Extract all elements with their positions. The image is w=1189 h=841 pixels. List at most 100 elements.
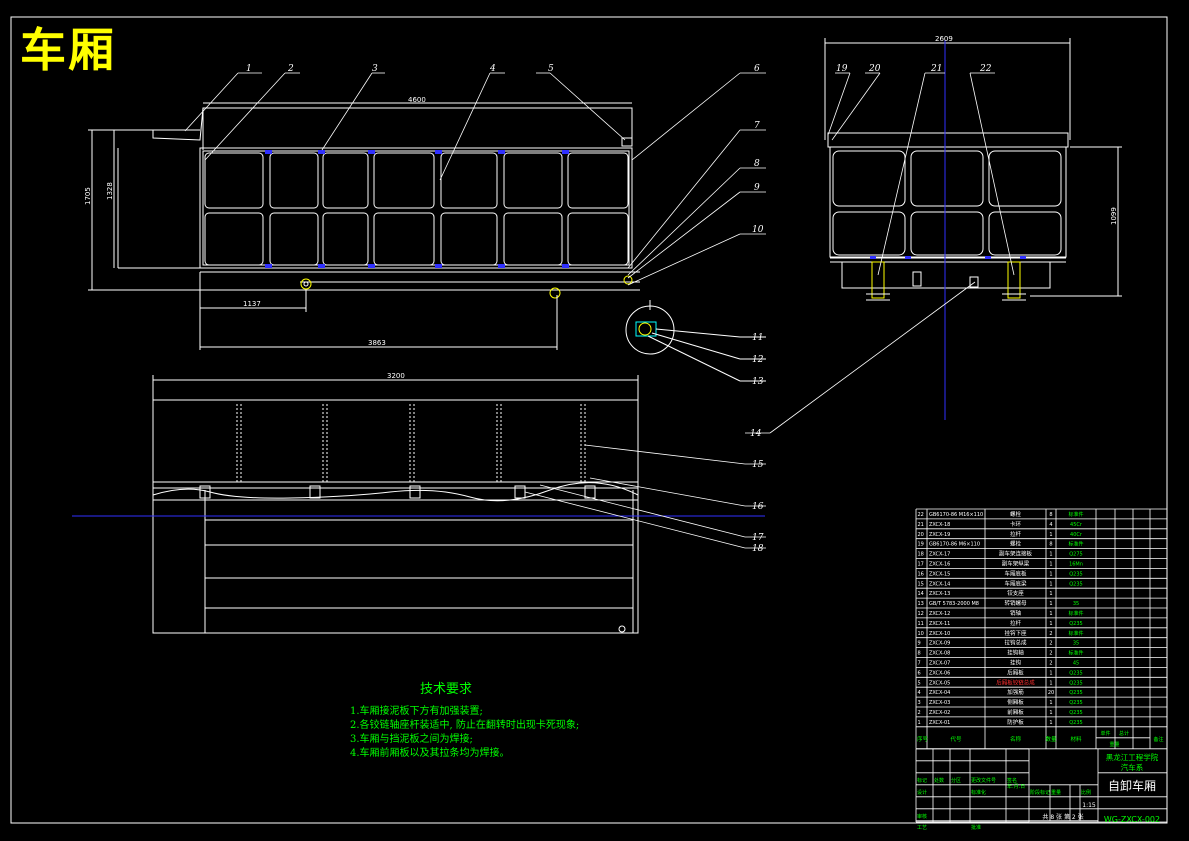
bom-row-name: 防护板 (1007, 718, 1024, 726)
side-view-leaders (184, 72, 766, 286)
bom-row-material: 45Cr (1070, 522, 1083, 528)
part-label-12: 12 (752, 355, 764, 365)
bom-row-material: 标准件 (1068, 511, 1083, 518)
label-mark: 标记 (917, 777, 927, 784)
tech-requirement-4: 4.车厢前厢板以及其拉条均为焊接。 (350, 748, 510, 759)
part-label-11: 11 (752, 333, 763, 343)
dim-2609: 2609 (935, 35, 953, 43)
tech-requirement-3: 3.车厢与挡泥板之间为焊接; (350, 734, 473, 745)
bom-row-name: 拉钩总成 (1004, 639, 1027, 647)
part-label-4: 4 (489, 64, 496, 74)
bom-row-material: 35 (1073, 601, 1079, 607)
bom-row-no: 18 (918, 552, 924, 558)
dim-1705: 1705 (84, 187, 92, 205)
bom-row-code: ZXCX-09 (929, 641, 950, 647)
bom-row-code: ZXCX-04 (929, 690, 950, 696)
rear-view (824, 38, 1122, 301)
bom-row-material: 标准件 (1068, 541, 1083, 548)
part-label-16: 16 (752, 502, 764, 512)
bom-row-qty: 1 (1049, 710, 1052, 716)
bom-row-qty: 1 (1049, 601, 1052, 607)
bom-row-name: 车厢底梁 (1004, 579, 1027, 587)
bom-row-no: 4 (918, 690, 921, 696)
part-label-9: 9 (754, 183, 760, 193)
rear-view-blue-rivets (870, 256, 1026, 259)
dim-1328: 1328 (106, 182, 114, 200)
part-label-10: 10 (752, 225, 764, 235)
bom-row-qty: 1 (1049, 700, 1052, 706)
bom-row-name: 后厢板 (1007, 668, 1024, 676)
bom-row-material: 标准件 (1068, 650, 1083, 657)
bom-row-qty: 4 (1049, 522, 1052, 528)
bom-header-weight: 重量 (1109, 741, 1119, 748)
bom-header-name: 名称 (1010, 735, 1022, 743)
part-label-2: 2 (287, 64, 294, 74)
bom-row-material: Q235 (1069, 670, 1082, 676)
bom-row-no: 9 (918, 641, 921, 647)
bom-row-name: 拉杆 (1010, 530, 1022, 538)
label-standard: 标准化 (971, 789, 986, 796)
label-review: 审核 (917, 813, 927, 820)
bom-row-qty: 2 (1049, 651, 1052, 657)
bom-row-code: ZXCX-12 (929, 611, 950, 617)
bom-row-material: Q235 (1069, 700, 1082, 706)
bom-row-no: 11 (918, 621, 924, 627)
bom-row-no: 3 (918, 700, 921, 706)
bom-row-name: 加强筋 (1007, 688, 1024, 696)
bom-row-qty: 1 (1049, 670, 1052, 676)
bom-row-material: Q275 (1069, 552, 1082, 558)
label-sign: 签名 (1007, 777, 1017, 784)
top-view-leaders (524, 444, 766, 549)
bom-header-code: 代号 (950, 735, 962, 743)
bom-row-code: ZXCX-15 (929, 571, 950, 577)
bom-row-code: ZXCX-18 (929, 522, 950, 528)
bom-row-qty: 2 (1049, 661, 1052, 667)
part-label-21: 21 (930, 64, 942, 74)
bom-row-qty: 1 (1049, 532, 1052, 538)
bom-row-name: 副车架连接板 (999, 550, 1033, 558)
drawing-title: 车厢 (20, 23, 116, 77)
bom-row-code: ZXCX-16 (929, 562, 950, 568)
bom-row-material: 标准件 (1068, 630, 1083, 637)
part-label-14: 14 (750, 429, 762, 439)
label-doc: 更改文件号 (971, 777, 996, 784)
school-name: 黑龙江工程学院 (1106, 752, 1159, 762)
label-weight: 重量 (1051, 789, 1061, 796)
bom-row-code: ZXCX-05 (929, 680, 950, 686)
label-count: 处数 (934, 777, 944, 784)
bom-row-material: Q235 (1069, 571, 1082, 577)
tech-requirement-2: 2.各铰链轴座杆装适中, 防止在翻转时出现卡死现象; (350, 720, 580, 731)
rear-view-leaders (745, 72, 1015, 434)
bom-row-qty: 1 (1049, 720, 1052, 726)
bom-header-remark: 备注 (1153, 736, 1163, 743)
dim-1137: 1137 (243, 300, 261, 308)
bom-header-qty: 数量 (1045, 735, 1057, 743)
bom-row-qty: 20 (1048, 690, 1054, 696)
bom-row-name: 螺栓 (1010, 510, 1022, 518)
bom-row-no: 2 (918, 710, 921, 716)
bom-row-no: 15 (918, 581, 924, 587)
bom-row-no: 6 (918, 670, 921, 676)
bom-row-material: 35 (1073, 641, 1079, 647)
bom-row-material: Q235 (1069, 621, 1082, 627)
bom-row-no: 7 (918, 661, 921, 667)
dimension-labels: 4600 1705 1328 1137 3863 2609 1099 3200 (84, 35, 1118, 380)
bom-row-qty: 1 (1049, 562, 1052, 568)
bom-row-material: Q235 (1069, 581, 1082, 587)
dim-3863: 3863 (368, 339, 386, 347)
dim-4600: 4600 (408, 96, 426, 104)
tech-requirements-title: 技术要求 (420, 682, 473, 697)
bom-row-no: 16 (918, 571, 924, 577)
label-approve: 批准 (971, 824, 981, 831)
label-design: 设计 (917, 789, 927, 796)
bom-row-code: ZXCX-14 (929, 581, 950, 587)
bom-row-code: ZXCX-19 (929, 532, 950, 538)
bom-row-material: Q235 (1069, 710, 1082, 716)
bom-row-name: 销轴 (1010, 609, 1022, 617)
bom-row-no: 5 (918, 680, 921, 686)
part-label-6: 6 (754, 64, 760, 74)
bom-row-code: ZXCX-02 (929, 710, 950, 716)
bom-row-qty: 1 (1049, 621, 1052, 627)
bom-row-qty: 2 (1049, 631, 1052, 637)
bom-row-code: ZXCX-03 (929, 700, 950, 706)
